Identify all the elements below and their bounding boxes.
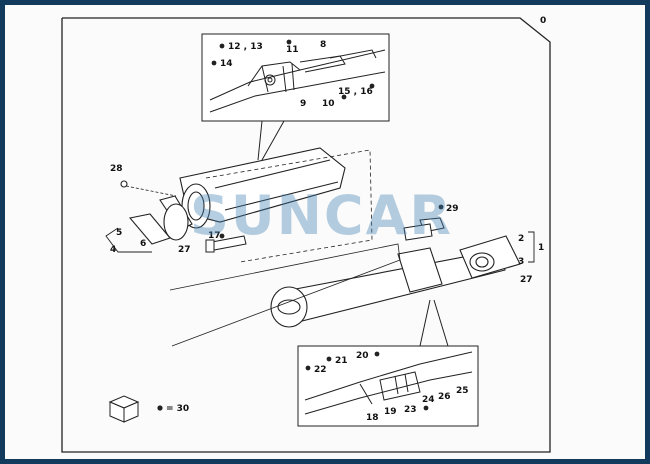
callout-4: 4	[110, 245, 116, 255]
legend-dot-icon	[157, 405, 163, 411]
cylinder-tube	[270, 235, 521, 328]
page-outline	[61, 17, 551, 453]
bracket-1	[528, 231, 535, 263]
rod-end-assembly	[120, 147, 346, 245]
callout-10: 10	[322, 99, 335, 109]
dashed-link-left	[125, 185, 177, 197]
callout-22: 22	[314, 365, 327, 375]
callout-29: 29	[446, 204, 459, 214]
inset-top-drawing	[209, 49, 386, 113]
legend-text: = 30	[166, 404, 189, 414]
callout-1: 1	[538, 243, 544, 253]
callout-11: 11	[286, 45, 299, 55]
callout-27-tube: 27	[520, 275, 533, 285]
callout-15-16: 15 , 16	[338, 87, 373, 97]
callout-27-head: 27	[178, 245, 191, 255]
callout-18: 18	[366, 413, 379, 423]
callout-19: 19	[384, 407, 397, 417]
callout-21: 21	[335, 356, 348, 366]
callout-25: 25	[456, 386, 469, 396]
inset-top-leader	[257, 120, 285, 161]
tube-envelope	[169, 243, 401, 347]
head-envelope	[205, 149, 373, 263]
callout-6: 6	[140, 239, 146, 249]
callout-9: 9	[300, 99, 306, 109]
callout-14: 14	[220, 59, 233, 69]
callout-3: 3	[518, 257, 524, 267]
callout-17: 17	[208, 231, 221, 241]
callout-20: 20	[356, 351, 369, 361]
callout-dots	[211, 39, 444, 411]
callout-2: 2	[518, 234, 524, 244]
legend-cube-icon	[108, 395, 140, 423]
bolt-17	[205, 235, 247, 253]
inset-bottom-leader	[419, 299, 449, 347]
callout-12-13: 12 , 13	[228, 42, 263, 52]
sheet-number: 0	[540, 16, 546, 26]
callout-26: 26	[438, 392, 451, 402]
callout-28: 28	[110, 164, 123, 174]
watermark-text: SUNCAR	[190, 184, 453, 247]
callout-24: 24	[422, 395, 435, 405]
callout-5: 5	[116, 228, 122, 238]
callout-8: 8	[320, 40, 326, 50]
callout-23: 23	[404, 405, 417, 415]
bracket-4	[105, 227, 152, 253]
grease-fitting-29	[403, 217, 445, 241]
inset-bottom-drawing	[304, 351, 473, 415]
